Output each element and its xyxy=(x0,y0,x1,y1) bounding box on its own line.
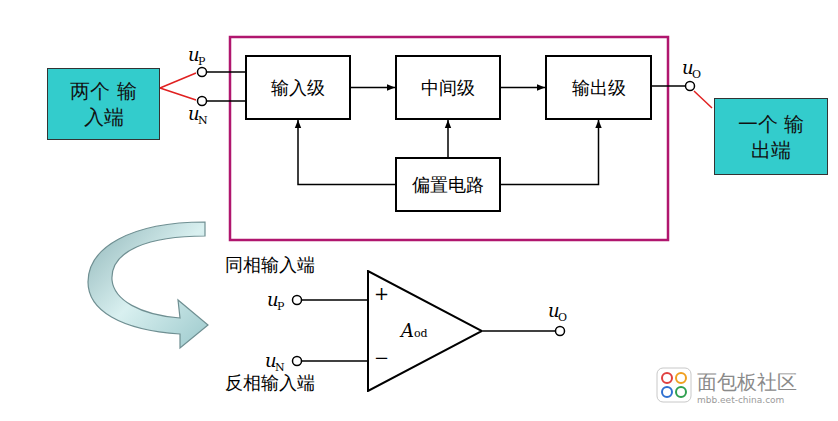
opamp-boundary xyxy=(230,37,668,240)
leader-line xyxy=(160,73,196,88)
pin-sign: − xyxy=(374,347,389,368)
signal-name: u xyxy=(188,103,200,124)
node-text: 中间级 xyxy=(421,76,475,100)
wire xyxy=(302,360,369,362)
signal-arrow xyxy=(501,87,545,89)
stage-box: 中间级 xyxy=(395,55,501,120)
signal-arrow xyxy=(447,120,449,157)
signal-subscript: O xyxy=(558,311,567,324)
pin-label: 同相输入端 xyxy=(225,253,315,277)
signal-name: u xyxy=(682,57,694,78)
leader-line xyxy=(694,91,712,108)
watermark-logo xyxy=(657,368,691,402)
wire xyxy=(652,85,686,87)
stage-box: 输入级 xyxy=(245,55,351,120)
wire xyxy=(483,330,556,332)
signal-arrow xyxy=(298,120,395,185)
terminal xyxy=(198,68,207,77)
wire xyxy=(207,71,246,73)
node-text: 一个 输出端 xyxy=(736,111,806,163)
terminal xyxy=(293,357,302,366)
stage-box: 输出级 xyxy=(545,55,652,120)
node-text: 偏置电路 xyxy=(412,173,484,197)
node-text: 输出级 xyxy=(572,76,626,100)
signal-arrow xyxy=(501,120,599,185)
callout-box: 两个 输入端 xyxy=(47,68,160,140)
signal-arrow xyxy=(351,87,395,89)
node-text: 输入级 xyxy=(271,76,325,100)
signal-name: u xyxy=(265,350,277,371)
signal-subscript: P xyxy=(198,55,205,68)
transform-arrow xyxy=(88,222,208,348)
pin-label: 反相输入端 xyxy=(225,371,315,395)
wire xyxy=(207,100,246,102)
signal-subscript: P xyxy=(277,300,284,313)
watermark: mbb.eet-china.com xyxy=(697,395,784,405)
terminal xyxy=(293,296,302,305)
terminal xyxy=(686,82,695,91)
callout-box: 一个 输出端 xyxy=(714,98,828,175)
node-text: 两个 输入端 xyxy=(69,78,139,130)
signal-subscript: O xyxy=(692,68,701,81)
signal-subscript: N xyxy=(198,114,208,127)
watermark: 面包板社区 xyxy=(697,369,797,396)
signal-name: u xyxy=(548,300,560,321)
leader-line xyxy=(160,88,196,100)
pin-sign: + xyxy=(374,283,389,304)
gain-subscript: od xyxy=(414,327,428,340)
wire xyxy=(302,299,369,301)
gain-symbol: A xyxy=(401,320,414,341)
signal-name: u xyxy=(188,44,200,65)
terminal xyxy=(556,327,565,336)
signal-name: u xyxy=(267,289,279,310)
signal-subscript: N xyxy=(275,361,285,374)
bias-box: 偏置电路 xyxy=(395,157,501,212)
